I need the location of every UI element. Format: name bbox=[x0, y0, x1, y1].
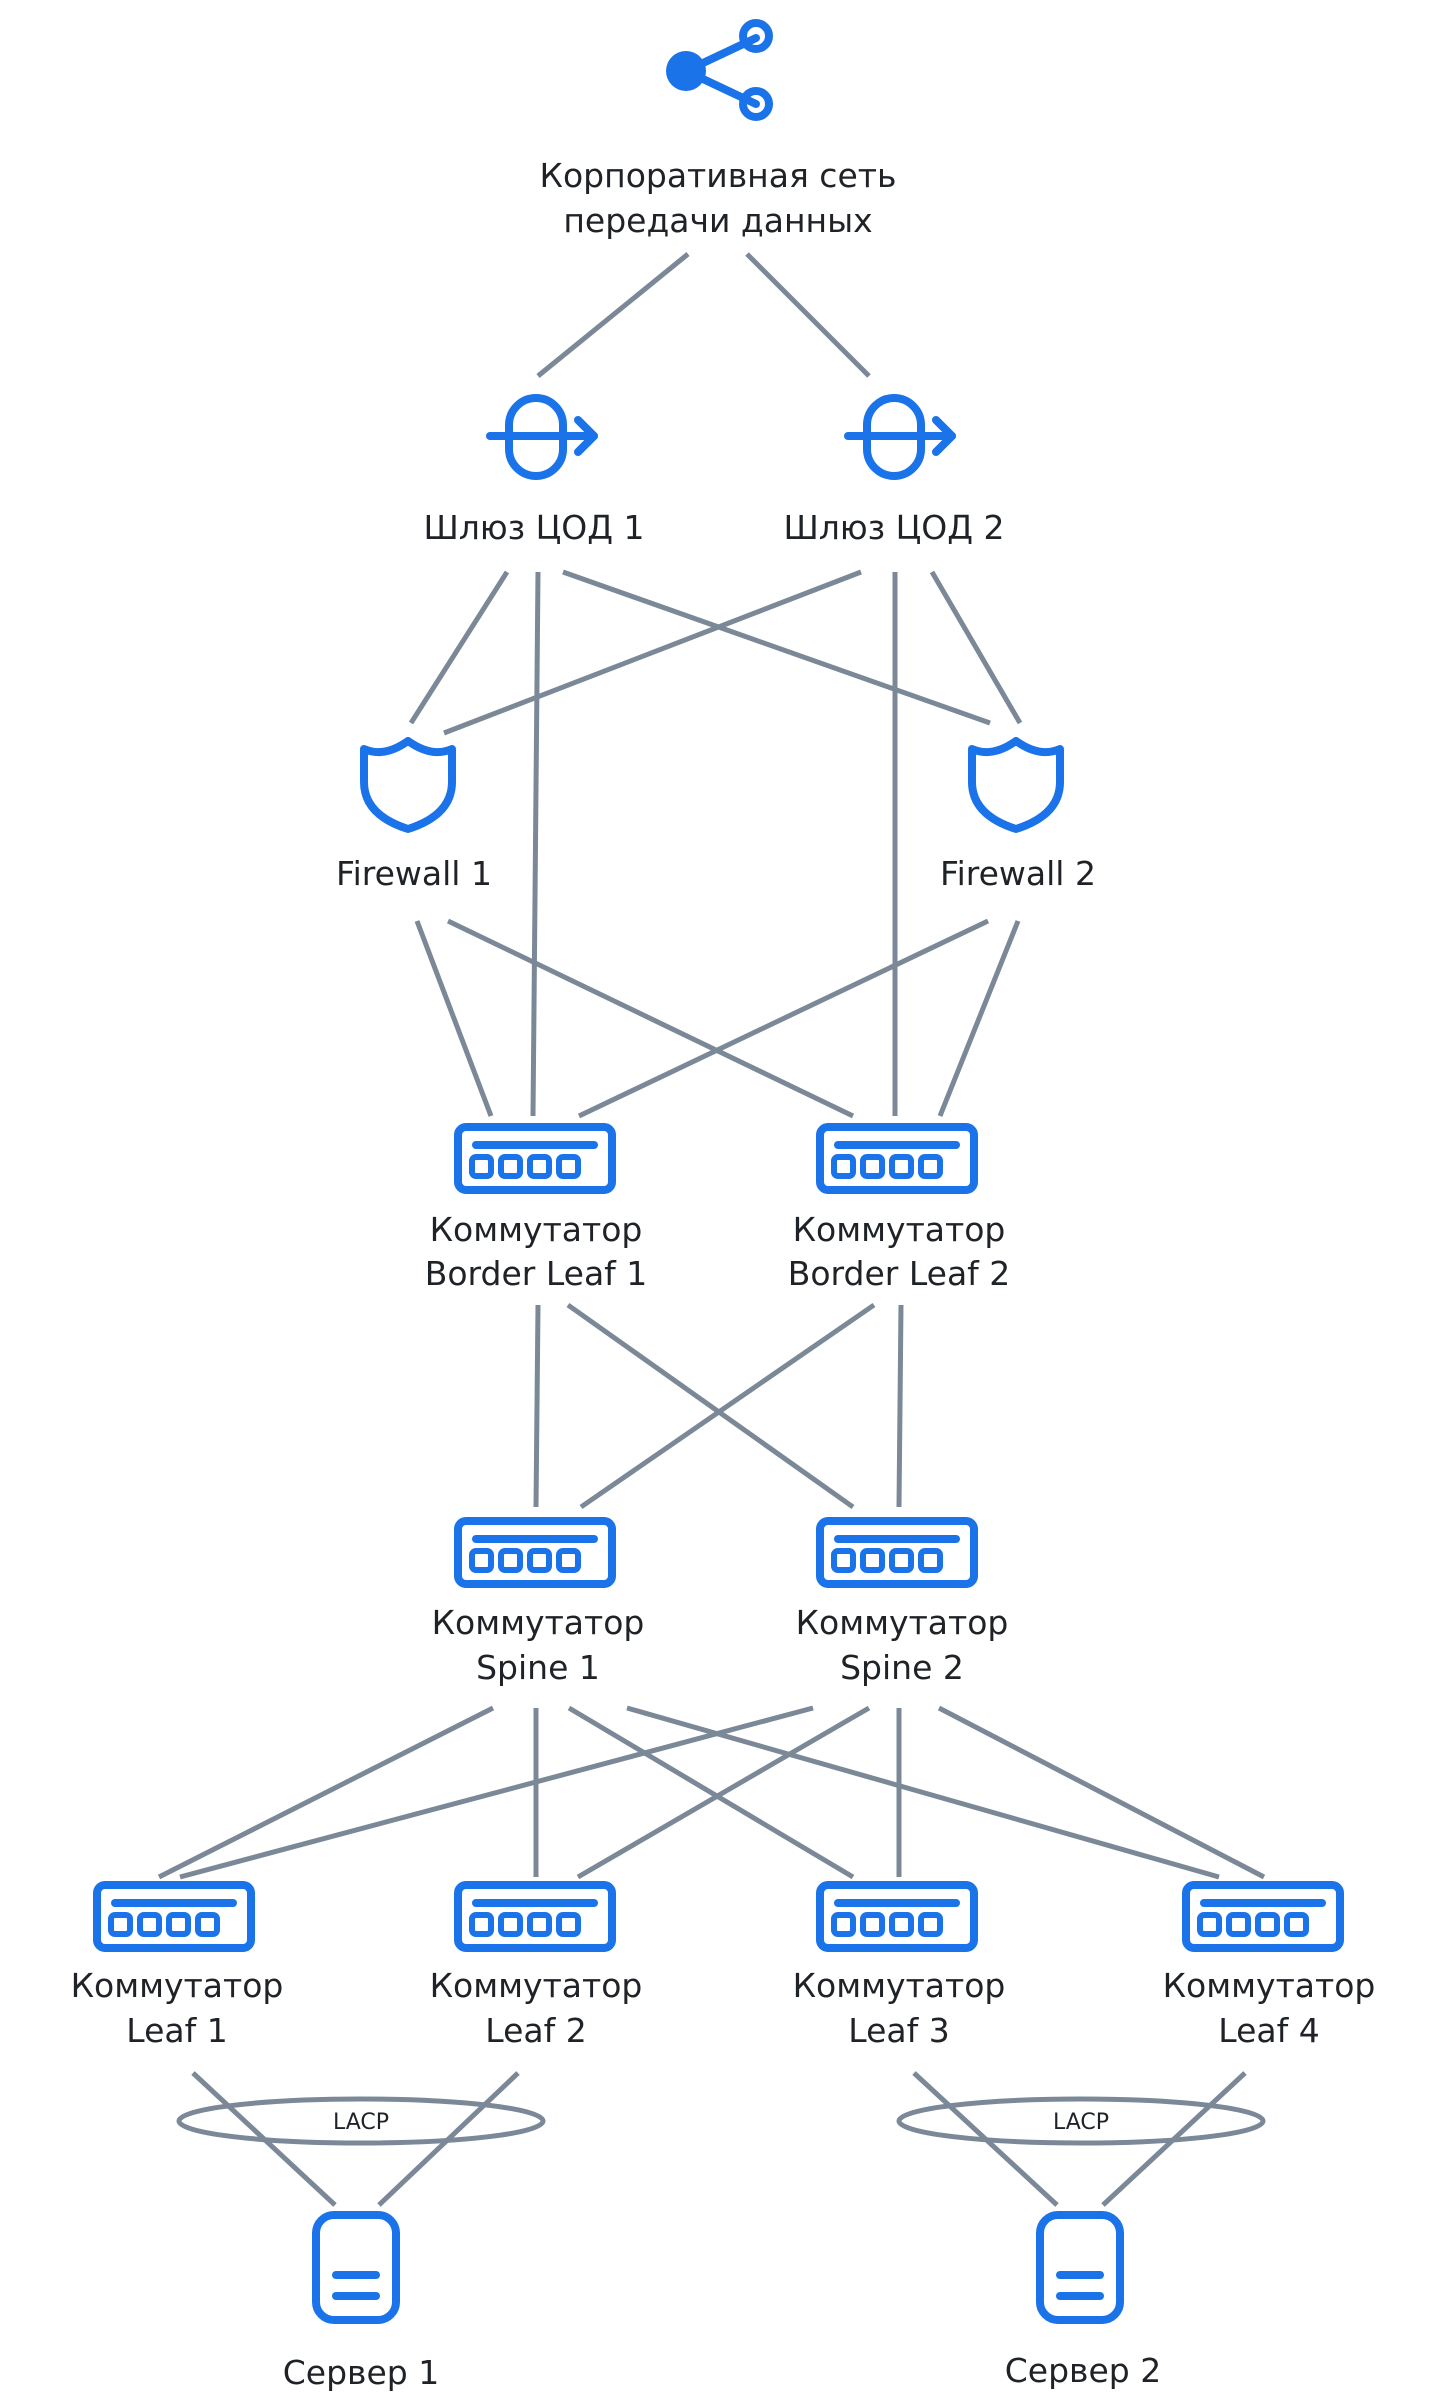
link-sp2-leaf4 bbox=[937, 1705, 1266, 1880]
link-fw1-bl1 bbox=[414, 920, 494, 1117]
lacp-ellipse bbox=[896, 2096, 1266, 2146]
border-leaf-1-label-line1: Коммутатор bbox=[430, 1210, 643, 1249]
leaf-4-node[interactable]: Коммутатор Leaf 4 bbox=[1163, 1881, 1376, 2050]
switch-icon bbox=[454, 1123, 616, 1194]
corp-network-label-line2: передачи данных bbox=[563, 201, 872, 240]
leaf-2-node[interactable]: Коммутатор Leaf 2 bbox=[430, 1881, 643, 2050]
firewall-1-label: Firewall 1 bbox=[336, 854, 492, 893]
link-sp2-leaf2 bbox=[576, 1705, 871, 1880]
shield-icon bbox=[360, 737, 456, 833]
link-corp-gw1 bbox=[536, 252, 690, 378]
link-corp-gw2 bbox=[745, 252, 871, 378]
link-bl2-sp2 bbox=[896, 1304, 904, 1508]
firewall-2-label: Firewall 2 bbox=[940, 854, 1096, 893]
link-gw1-fw2 bbox=[562, 569, 991, 726]
server-icon bbox=[312, 2211, 400, 2324]
border-leaf-1-label-line2: Border Leaf 1 bbox=[425, 1254, 648, 1293]
leaf-4-label-line1: Коммутатор bbox=[1163, 1966, 1376, 2005]
leaf-1-label-line1: Коммутатор bbox=[71, 1966, 284, 2005]
leaf-3-node[interactable]: Коммутатор Leaf 3 bbox=[793, 1881, 1006, 2050]
link-gw1-bl1 bbox=[530, 571, 541, 1117]
border-leaf-2-label-line2: Border Leaf 2 bbox=[788, 1254, 1011, 1293]
leaf-3-label-line1: Коммутатор bbox=[793, 1966, 1006, 2005]
lacp-label: LACP bbox=[1053, 2110, 1109, 2135]
spine-1-node[interactable]: Коммутатор Spine 1 bbox=[432, 1517, 645, 1687]
shield-icon bbox=[968, 737, 1064, 833]
link-bl1-sp1 bbox=[533, 1304, 541, 1508]
switch-icon bbox=[454, 1517, 616, 1588]
link-sp2-leaf1 bbox=[179, 1705, 814, 1880]
link-sp1-leaf3 bbox=[567, 1705, 855, 1880]
server-1-node[interactable]: Сервер 1 bbox=[283, 2211, 439, 2392]
switch-icon bbox=[816, 1517, 978, 1588]
corp-network-label-line1: Корпоративная сеть bbox=[540, 156, 897, 195]
gateway-icon bbox=[844, 394, 956, 480]
spine-1-label-line2: Spine 1 bbox=[476, 1648, 600, 1687]
gateway-2-node[interactable]: Шлюз ЦОД 2 bbox=[783, 394, 1005, 547]
firewall-1-node[interactable]: Firewall 1 bbox=[336, 737, 492, 893]
spine-2-label-line1: Коммутатор bbox=[796, 1603, 1009, 1642]
link-sp1-leaf4 bbox=[626, 1705, 1220, 1880]
gateway-2-label: Шлюз ЦОД 2 bbox=[783, 508, 1004, 547]
leaf-2-label-line1: Коммутатор bbox=[430, 1966, 643, 2005]
spine-1-label-line1: Коммутатор bbox=[432, 1603, 645, 1642]
link-gw1-fw1 bbox=[408, 570, 510, 725]
leaf-2-label-line2: Leaf 2 bbox=[485, 2011, 586, 2050]
link-sp1-leaf1 bbox=[157, 1705, 495, 1880]
switch-icon bbox=[816, 1881, 978, 1952]
lacp-group-2: LACP bbox=[896, 2096, 1266, 2146]
border-leaf-2-label-line1: Коммутатор bbox=[793, 1210, 1006, 1249]
border-leaf-2-node[interactable]: Коммутатор Border Leaf 2 bbox=[788, 1123, 1011, 1293]
server-2-label: Сервер 2 bbox=[1005, 2351, 1161, 2390]
leaf-1-label-line2: Leaf 1 bbox=[126, 2011, 227, 2050]
switch-icon bbox=[1182, 1881, 1344, 1952]
lacp-group-1: LACP bbox=[176, 2096, 546, 2146]
link-fw2-bl2 bbox=[937, 920, 1021, 1117]
lacp-label: LACP bbox=[333, 2110, 389, 2135]
gateway-1-node[interactable]: Шлюз ЦОД 1 bbox=[423, 394, 645, 547]
leaf-3-label-line2: Leaf 3 bbox=[848, 2011, 949, 2050]
switch-icon bbox=[454, 1881, 616, 1952]
link-fw2-bl1 bbox=[577, 918, 990, 1119]
connections bbox=[157, 252, 1266, 2207]
link-gw2-fw1 bbox=[443, 569, 862, 736]
gateway-1-label: Шлюз ЦОД 1 bbox=[423, 508, 644, 547]
link-bl1-sp2 bbox=[566, 1302, 855, 1510]
server-1-label: Сервер 1 bbox=[283, 2353, 439, 2392]
firewall-2-node[interactable]: Firewall 2 bbox=[940, 737, 1096, 893]
leaf-4-label-line2: Leaf 4 bbox=[1218, 2011, 1319, 2050]
spine-2-node[interactable]: Коммутатор Spine 2 bbox=[796, 1517, 1009, 1687]
server-2-node[interactable]: Сервер 2 bbox=[1005, 2211, 1161, 2390]
border-leaf-1-node[interactable]: Коммутатор Border Leaf 1 bbox=[425, 1123, 648, 1293]
link-gw2-fw2 bbox=[929, 570, 1023, 725]
corp-network-node[interactable]: Корпоративная сеть передачи данных bbox=[540, 19, 897, 240]
gateway-icon bbox=[486, 394, 598, 480]
link-bl2-sp1 bbox=[579, 1302, 876, 1510]
server-icon bbox=[1036, 2211, 1124, 2324]
spine-2-label-line2: Spine 2 bbox=[840, 1648, 964, 1687]
leaf-1-node[interactable]: Коммутатор Leaf 1 bbox=[71, 1881, 284, 2050]
link-fw1-bl2 bbox=[446, 918, 855, 1119]
share-network-icon bbox=[666, 19, 773, 121]
switch-icon bbox=[816, 1123, 978, 1194]
switch-icon bbox=[93, 1881, 255, 1952]
lacp-ellipse bbox=[176, 2096, 546, 2146]
